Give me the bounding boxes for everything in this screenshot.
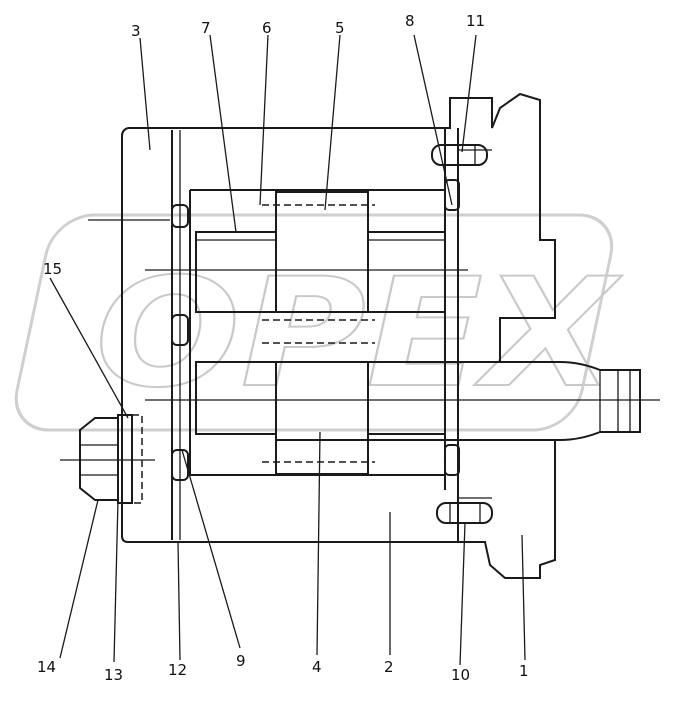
watermark-logo: OPEX — [14, 213, 623, 432]
seal-rings — [171, 179, 460, 481]
callout-4: 4 — [312, 658, 322, 676]
callout-8: 8 — [405, 12, 415, 30]
svg-text:OPEX: OPEX — [95, 247, 622, 421]
callout-1: 1 — [519, 662, 529, 680]
bolt-assembly — [79, 414, 143, 504]
callout-14: 14 — [37, 658, 56, 676]
leader-lines — [49, 34, 526, 666]
callout-10: 10 — [451, 666, 470, 684]
callout-5: 5 — [335, 19, 345, 37]
callout-2: 2 — [384, 658, 394, 676]
callout-9: 9 — [236, 652, 246, 670]
callout-11: 11 — [466, 12, 485, 30]
center-lines — [60, 219, 660, 461]
callout-15: 15 — [43, 260, 62, 278]
callout-7: 7 — [201, 19, 211, 37]
callout-3: 3 — [131, 22, 141, 40]
callout-6: 6 — [262, 19, 272, 37]
callout-12: 12 — [168, 661, 187, 679]
callout-labels: 3 7 6 5 8 11 15 14 13 12 9 4 2 10 1 — [37, 12, 529, 684]
drive-shaft — [276, 361, 641, 441]
callout-13: 13 — [104, 666, 123, 684]
